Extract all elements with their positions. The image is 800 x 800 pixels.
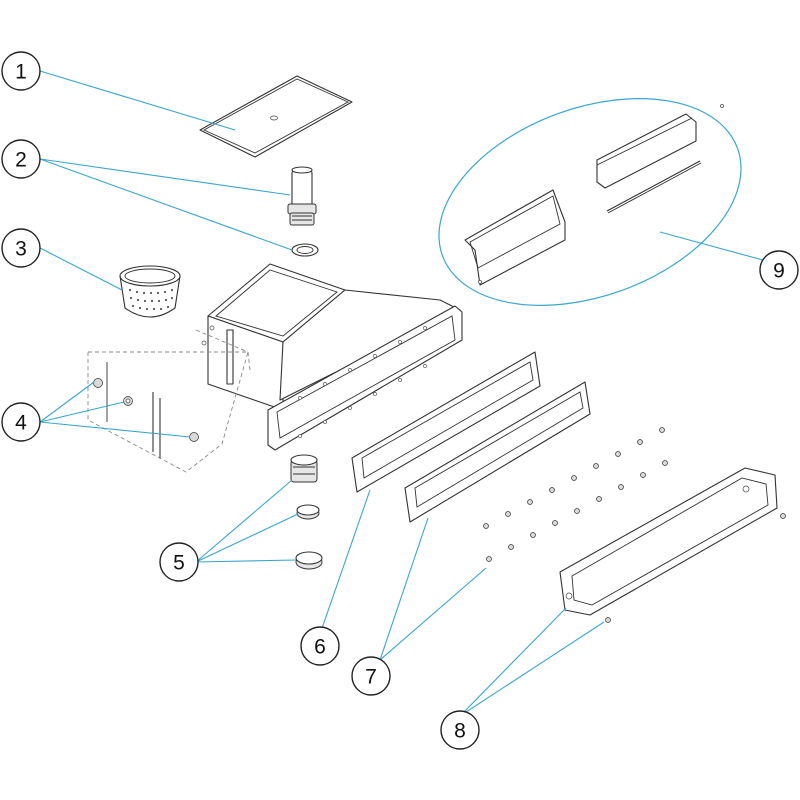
part-4-fittings	[87, 329, 251, 473]
part-7-gasket	[404, 381, 591, 523]
part-2-filter-tube	[287, 166, 317, 226]
callout-7-label: 7	[365, 666, 377, 689]
callout-8: 8	[440, 710, 480, 750]
part-9-weir-kit	[438, 98, 742, 306]
callout-3: 3	[1, 228, 41, 268]
callout-2: 2	[1, 139, 41, 179]
callout-7: 7	[351, 656, 391, 696]
callout-5: 5	[159, 542, 199, 582]
part-3-basket	[119, 265, 181, 318]
part-6-gasket	[351, 351, 541, 493]
callout-6: 6	[300, 626, 340, 666]
part-5-fittings	[290, 454, 323, 570]
part-1-lid	[199, 75, 353, 158]
callout-9-label: 9	[773, 260, 785, 283]
callout-1-label: 1	[15, 61, 27, 84]
callout-4-label: 4	[15, 412, 27, 435]
callout-1: 1	[1, 51, 41, 91]
callout-9: 9	[759, 250, 799, 290]
callout-6-label: 6	[314, 636, 326, 659]
leader-lines	[39, 70, 771, 717]
screws	[483, 427, 786, 562]
callout-5-label: 5	[173, 552, 185, 575]
callout-3-label: 3	[15, 238, 27, 261]
callout-4: 4	[1, 402, 41, 442]
callout-2-label: 2	[15, 149, 27, 172]
part-2-o-ring	[291, 243, 319, 257]
skimmer-body	[201, 263, 463, 451]
part-8-face-plate	[559, 467, 778, 623]
callout-8-label: 8	[454, 720, 466, 743]
